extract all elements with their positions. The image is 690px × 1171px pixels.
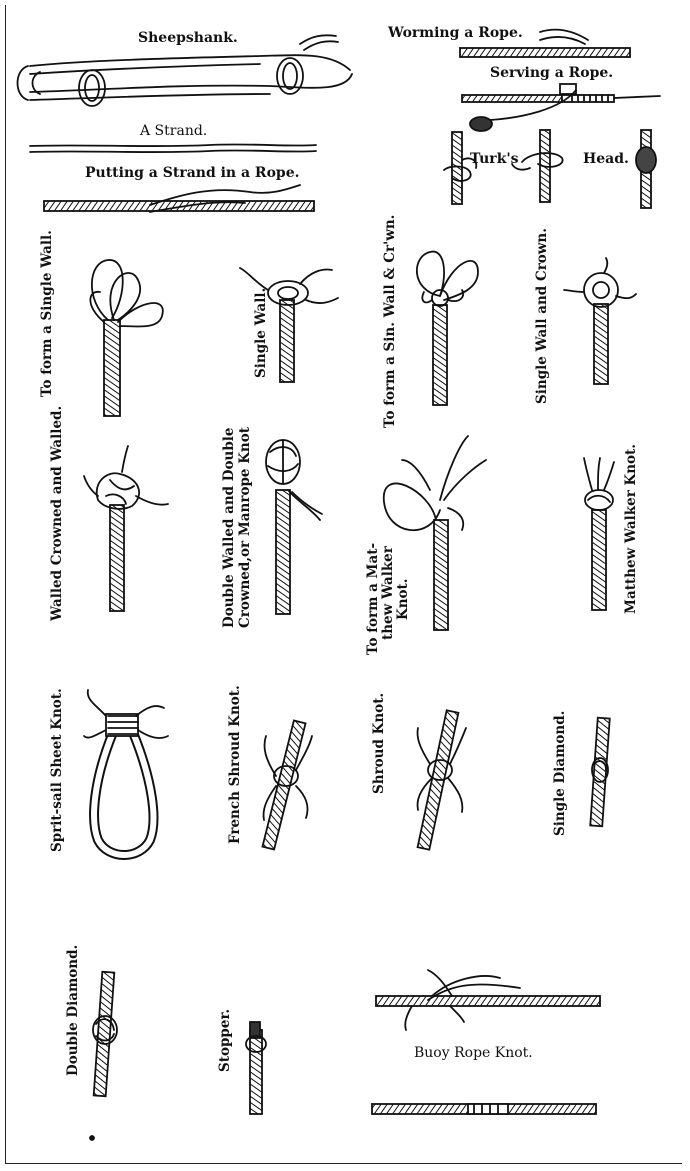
label-form-matthew-3: Knot.	[396, 579, 410, 621]
spritsail-sheet-knot-diagram	[84, 690, 168, 855]
label-french-shroud: French Shroud Knot.	[228, 685, 242, 844]
label-putting-strand: Putting a Strand in a Rope.	[85, 166, 299, 180]
label-single-diamond: Single Diamond.	[553, 711, 567, 836]
single-wall-crown-diagram	[564, 258, 636, 384]
label-serving: Serving a Rope.	[490, 66, 613, 80]
label-shroud: Shroud Knot.	[372, 693, 386, 794]
label-form-matthew-1: To form a Mat-	[366, 543, 380, 655]
label-double-diamond: Double Diamond.	[66, 945, 80, 1076]
label-double-walled-2: Crowned,or Manrope Knot	[238, 427, 252, 628]
label-worming: Worming a Rope.	[388, 26, 523, 40]
label-strand: A Strand.	[140, 124, 207, 138]
walled-crowned-diagram	[84, 446, 168, 611]
buoy-rope-knot-diagram	[372, 970, 600, 1114]
label-head: Head.	[583, 152, 629, 166]
label-walled-crowned: Walled Crowned and Walled.	[50, 406, 64, 621]
label-form-matthew-2: thew Walker	[381, 546, 395, 640]
label-single-wall: Single Wall.	[254, 288, 268, 378]
serving-diagram	[462, 84, 660, 131]
matthew-walker-diagram	[584, 458, 614, 610]
putting-strand-diagram	[44, 185, 314, 212]
label-double-walled-1: Double Walled and Double	[222, 428, 236, 629]
form-wall-crown-diagram	[417, 252, 478, 405]
shroud-knot-diagram	[418, 710, 467, 849]
label-turks: Turk's	[470, 152, 519, 166]
turks-head-diagrams	[444, 130, 656, 208]
label-single-wall-crown: Single Wall and Crown.	[535, 228, 549, 404]
dot	[90, 1136, 94, 1140]
stopper-diagram	[246, 1022, 266, 1114]
label-form-single-wall: To form a Single Wall.	[40, 230, 54, 397]
label-form-wall-crown: To form a Sin. Wall & Cr'wn.	[383, 215, 397, 428]
single-diamond-diagram	[590, 718, 610, 827]
label-matthew-walker: Matthew Walker Knot.	[624, 444, 638, 614]
french-shroud-knot-diagram	[262, 720, 312, 849]
label-spritsail: Sprit-sail Sheet Knot.	[50, 688, 64, 852]
label-stopper: Stopper.	[218, 1009, 232, 1072]
label-sheepshank: Sheepshank.	[138, 31, 238, 45]
form-single-wall-diagram	[90, 260, 162, 416]
label-buoy-rope: Buoy Rope Knot.	[414, 1046, 533, 1060]
strand-diagram	[30, 144, 316, 152]
double-diamond-diagram	[93, 972, 117, 1097]
manrope-knot-diagram	[266, 440, 322, 614]
